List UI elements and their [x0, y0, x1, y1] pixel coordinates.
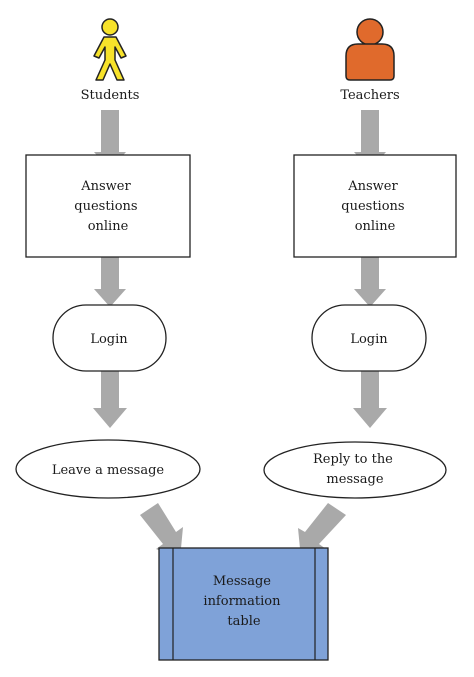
- arrow-reply-to-table: [298, 503, 346, 559]
- arrow-left-answer-to-login: [94, 247, 126, 307]
- arrow-right-login-to-reply: [353, 371, 387, 428]
- arrow-left-login-to-message: [93, 371, 127, 428]
- teachers-label: Teachers: [340, 88, 399, 103]
- right-answer-label: Answer questions online: [341, 179, 408, 234]
- leave-message-ellipse: [15, 439, 201, 499]
- right-answer-box: [293, 154, 457, 258]
- leave-message-label: Leave a message: [52, 463, 165, 478]
- reply-message-ellipse: [263, 441, 447, 499]
- right-login-terminator: [311, 304, 427, 372]
- left-answer-label: Answer questions online: [74, 179, 141, 234]
- teacher-person-icon: [345, 18, 395, 81]
- arrow-leave-message-to-table: [140, 503, 183, 559]
- left-login-terminator: [52, 304, 167, 372]
- students-label: Students: [81, 88, 140, 103]
- left-answer-box: [25, 154, 191, 258]
- arrow-right-answer-to-login: [354, 247, 386, 307]
- message-table-box: [158, 547, 329, 661]
- message-table-label: Message information table: [203, 574, 284, 629]
- right-login-label: Login: [350, 332, 388, 347]
- left-login-label: Login: [90, 332, 128, 347]
- student-figure-icon: [93, 18, 127, 81]
- reply-message-label: Reply to the message: [313, 452, 397, 487]
